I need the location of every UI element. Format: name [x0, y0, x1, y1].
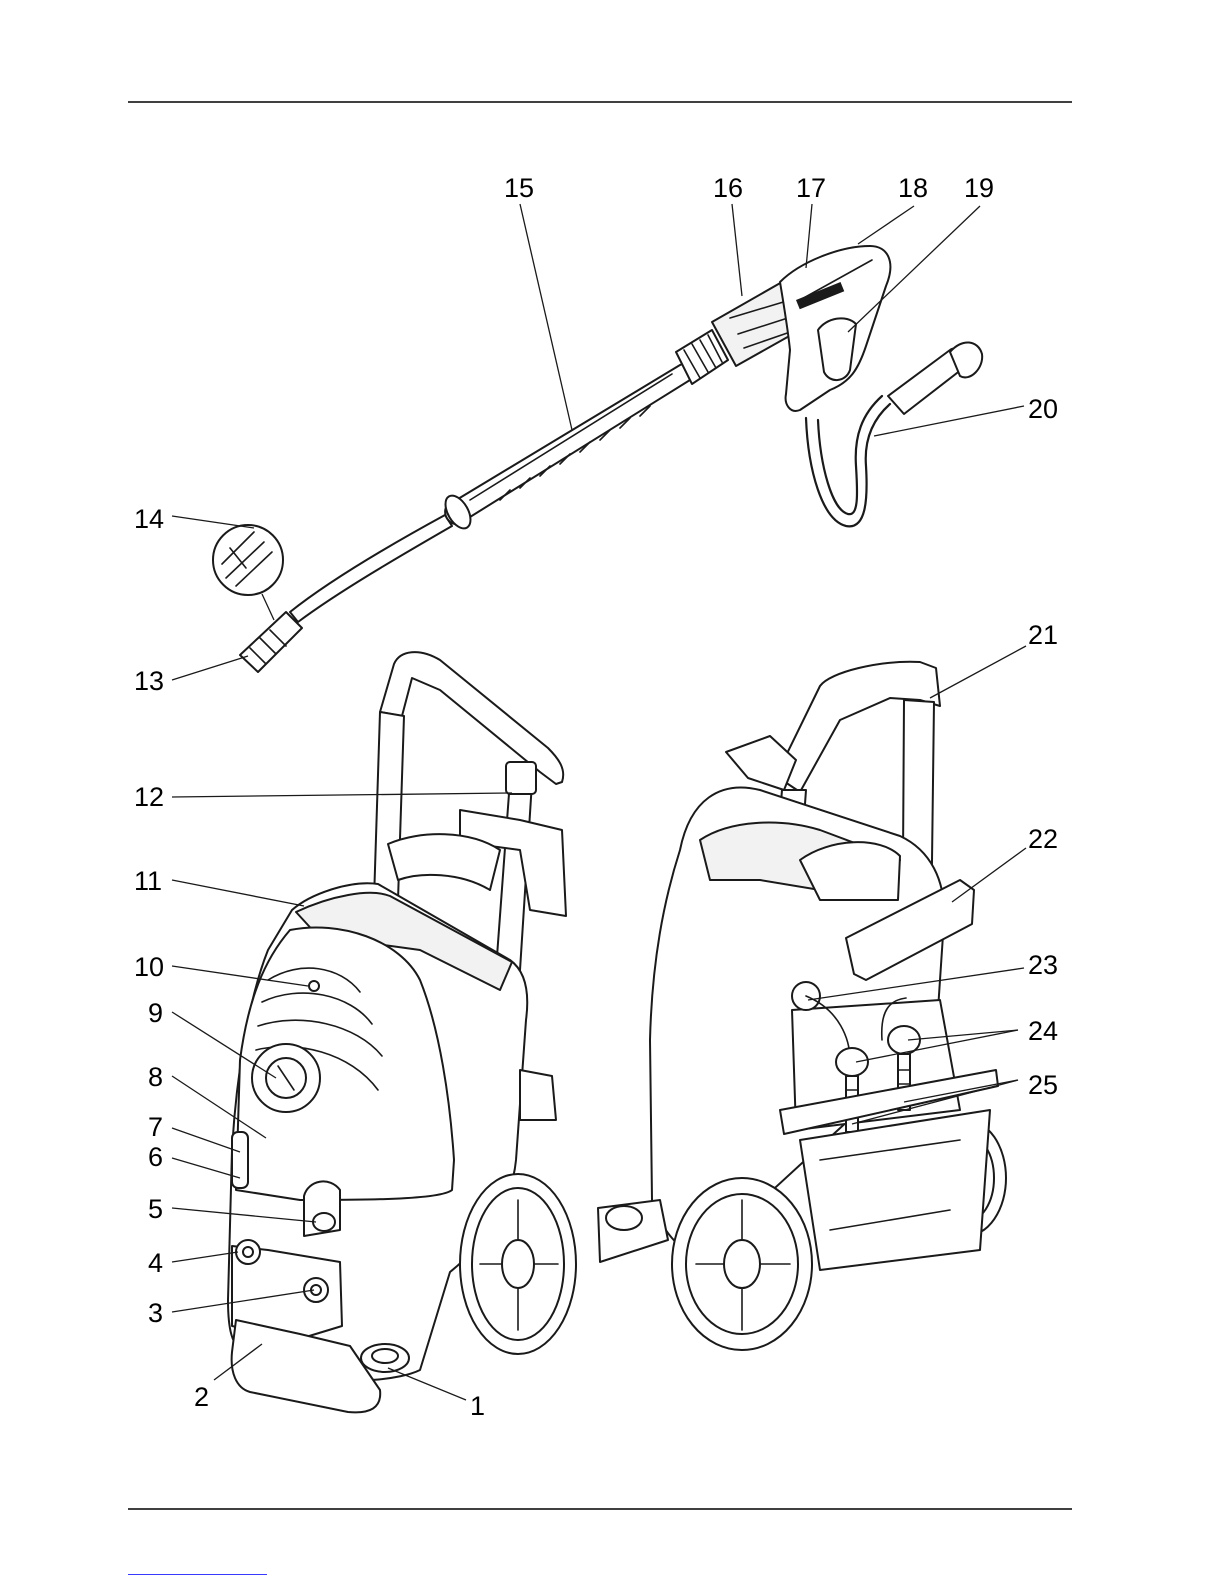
callout-5: 5 [148, 1194, 163, 1224]
leader-16 [732, 204, 742, 296]
leader-12 [172, 793, 512, 797]
leader-7 [172, 1128, 240, 1152]
callout-18: 18 [898, 173, 928, 203]
leader-15 [520, 204, 572, 430]
callout-6: 6 [148, 1142, 163, 1172]
callout-12: 12 [134, 782, 164, 812]
leader-18 [858, 206, 914, 244]
callout-2: 2 [194, 1382, 209, 1412]
spray-lance-illustration [213, 246, 982, 672]
callout-15: 15 [504, 173, 534, 203]
callout-13: 13 [134, 666, 164, 696]
leader-20 [874, 406, 1024, 436]
callout-21: 21 [1028, 620, 1058, 650]
callout-7: 7 [148, 1112, 163, 1142]
leader-21 [930, 646, 1026, 698]
callout-16: 16 [713, 173, 743, 203]
callout-4: 4 [148, 1248, 163, 1278]
callout-20: 20 [1028, 394, 1058, 424]
machine-rear-illustration [598, 662, 1006, 1350]
callout-14: 14 [134, 504, 164, 534]
leader-11 [172, 880, 304, 906]
leader-14 [172, 516, 254, 528]
callout-10: 10 [134, 952, 164, 982]
callout-17: 17 [796, 173, 826, 203]
leader-13 [172, 656, 248, 680]
callout-8: 8 [148, 1062, 163, 1092]
callout-11: 11 [134, 866, 162, 896]
footer-link-underline[interactable] [128, 1566, 267, 1575]
callout-25: 25 [1028, 1070, 1058, 1100]
callout-19: 19 [964, 173, 994, 203]
callout-24: 24 [1028, 1016, 1058, 1046]
leader-1 [388, 1368, 466, 1400]
callout-22: 22 [1028, 824, 1058, 854]
leader-17 [806, 204, 812, 268]
callout-23: 23 [1028, 950, 1058, 980]
leader-22 [952, 848, 1026, 902]
callout-9: 9 [148, 998, 163, 1028]
callout-1: 1 [470, 1391, 485, 1421]
machine-front-illustration [228, 652, 576, 1412]
callout-3: 3 [148, 1298, 163, 1328]
leader-6 [172, 1158, 240, 1178]
